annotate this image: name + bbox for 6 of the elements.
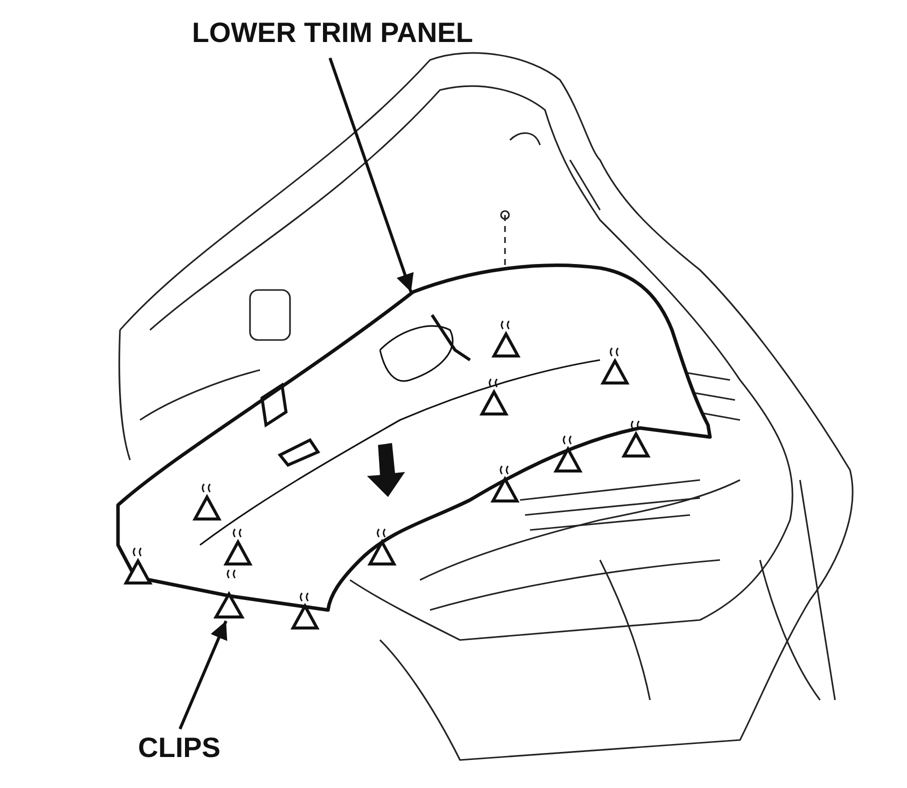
part-label: CLIPS [138, 733, 220, 764]
part-label: LOWER TRIM PANEL [192, 18, 474, 49]
leader-line [328, 58, 414, 292]
leader-line [178, 620, 228, 730]
clip-symbol [213, 590, 245, 618]
trim-panel-drawing [116, 264, 712, 612]
